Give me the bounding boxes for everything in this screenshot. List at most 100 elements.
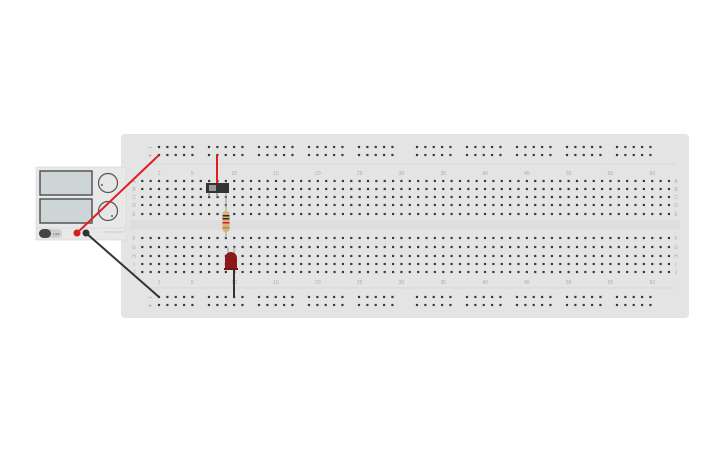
breadboard-hole[interactable] xyxy=(609,187,612,191)
breadboard-hole[interactable] xyxy=(216,236,219,240)
breadboard-hole[interactable] xyxy=(408,179,411,183)
breadboard-hole[interactable] xyxy=(415,295,419,299)
breadboard-hole[interactable] xyxy=(300,270,303,274)
breadboard-hole[interactable] xyxy=(649,145,652,149)
breadboard-hole[interactable] xyxy=(467,245,470,249)
breadboard-hole[interactable] xyxy=(458,179,462,183)
breadboard-hole[interactable] xyxy=(549,303,552,307)
breadboard-hole[interactable] xyxy=(525,262,528,266)
breadboard-hole[interactable] xyxy=(166,303,169,307)
breadboard-hole[interactable] xyxy=(291,295,294,299)
breadboard-hole[interactable] xyxy=(626,245,629,249)
breadboard-hole[interactable] xyxy=(300,187,303,191)
breadboard-hole[interactable] xyxy=(642,179,645,183)
breadboard-hole[interactable] xyxy=(391,203,395,207)
breadboard-hole[interactable] xyxy=(540,153,544,157)
breadboard-hole[interactable] xyxy=(258,236,261,240)
breadboard-hole[interactable] xyxy=(174,145,177,149)
breadboard-hole[interactable] xyxy=(475,262,478,266)
breadboard-hole[interactable] xyxy=(208,254,211,258)
breadboard-hole[interactable] xyxy=(542,236,545,240)
breadboard-hole[interactable] xyxy=(600,262,604,266)
breadboard-hole[interactable] xyxy=(474,153,477,157)
breadboard-hole[interactable] xyxy=(634,212,637,216)
breadboard-hole[interactable] xyxy=(425,270,428,274)
breadboard-hole[interactable] xyxy=(174,153,177,157)
breadboard-hole[interactable] xyxy=(659,270,662,274)
breadboard-hole[interactable] xyxy=(475,203,478,207)
breadboard-hole[interactable] xyxy=(350,262,353,266)
breadboard-hole[interactable] xyxy=(492,270,495,274)
breadboard-hole[interactable] xyxy=(584,187,587,191)
breadboard-hole[interactable] xyxy=(659,212,662,216)
breadboard-hole[interactable] xyxy=(626,270,629,274)
breadboard-hole[interactable] xyxy=(182,262,186,266)
breadboard-hole[interactable] xyxy=(266,212,269,216)
breadboard-hole[interactable] xyxy=(433,262,436,266)
breadboard-hole[interactable] xyxy=(559,195,562,199)
breadboard-hole[interactable] xyxy=(216,203,219,207)
breadboard-hole[interactable] xyxy=(224,145,227,149)
breadboard-hole[interactable] xyxy=(182,203,186,207)
breadboard-hole[interactable] xyxy=(482,303,485,307)
breadboard-hole[interactable] xyxy=(375,254,378,258)
breadboard-hole[interactable] xyxy=(483,203,487,207)
breadboard-hole[interactable] xyxy=(258,212,261,216)
breadboard-hole[interactable] xyxy=(492,187,495,191)
breadboard-hole[interactable] xyxy=(325,203,328,207)
breadboard-hole[interactable] xyxy=(584,212,587,216)
breadboard-hole[interactable] xyxy=(249,203,253,207)
breadboard-hole[interactable] xyxy=(408,195,411,199)
breadboard-hole[interactable] xyxy=(274,179,278,183)
breadboard-hole[interactable] xyxy=(291,179,294,183)
breadboard-hole[interactable] xyxy=(249,195,253,199)
breadboard-hole[interactable] xyxy=(182,212,186,216)
breadboard-hole[interactable] xyxy=(565,145,569,149)
breadboard-hole[interactable] xyxy=(542,245,545,249)
breadboard-hole[interactable] xyxy=(191,270,194,274)
breadboard-hole[interactable] xyxy=(333,270,336,274)
breadboard-hole[interactable] xyxy=(450,245,453,249)
breadboard-hole[interactable] xyxy=(450,187,453,191)
breadboard-hole[interactable] xyxy=(534,187,537,191)
breadboard-hole[interactable] xyxy=(617,187,620,191)
breadboard-hole[interactable] xyxy=(517,270,520,274)
breadboard-hole[interactable] xyxy=(567,187,570,191)
breadboard-hole[interactable] xyxy=(442,203,445,207)
breadboard-hole[interactable] xyxy=(166,245,169,249)
breadboard-hole[interactable] xyxy=(241,212,244,216)
breadboard-hole[interactable] xyxy=(358,195,361,199)
breadboard-hole[interactable] xyxy=(149,179,152,183)
breadboard-hole[interactable] xyxy=(433,179,436,183)
breadboard-hole[interactable] xyxy=(417,236,420,240)
breadboard-hole[interactable] xyxy=(383,195,386,199)
breadboard-hole[interactable] xyxy=(617,212,620,216)
breadboard-hole[interactable] xyxy=(383,236,386,240)
breadboard-hole[interactable] xyxy=(316,195,319,199)
breadboard-hole[interactable] xyxy=(191,245,194,249)
breadboard-hole[interactable] xyxy=(509,245,512,249)
breadboard-hole[interactable] xyxy=(333,254,336,258)
breadboard-hole[interactable] xyxy=(615,295,619,299)
breadboard-hole[interactable] xyxy=(141,254,144,258)
breadboard-hole[interactable] xyxy=(482,153,485,157)
breadboard-hole[interactable] xyxy=(575,262,579,266)
breadboard-hole[interactable] xyxy=(307,295,311,299)
breadboard-hole[interactable] xyxy=(332,295,336,299)
breadboard-hole[interactable] xyxy=(357,295,361,299)
breadboard-hole[interactable] xyxy=(258,179,261,183)
breadboard-hole[interactable] xyxy=(207,145,211,149)
breadboard-hole[interactable] xyxy=(450,212,453,216)
breadboard-hole[interactable] xyxy=(141,245,144,249)
breadboard-hole[interactable] xyxy=(266,179,269,183)
breadboard-hole[interactable] xyxy=(483,270,487,274)
voltage-knob[interactable] xyxy=(97,172,119,194)
breadboard-hole[interactable] xyxy=(517,203,520,207)
breadboard-hole[interactable] xyxy=(492,212,495,216)
breadboard-hole[interactable] xyxy=(465,295,469,299)
breadboard-hole[interactable] xyxy=(550,262,554,266)
breadboard-hole[interactable] xyxy=(465,303,469,307)
breadboard-hole[interactable] xyxy=(525,245,528,249)
breadboard-hole[interactable] xyxy=(274,145,277,149)
breadboard-hole[interactable] xyxy=(442,195,445,199)
